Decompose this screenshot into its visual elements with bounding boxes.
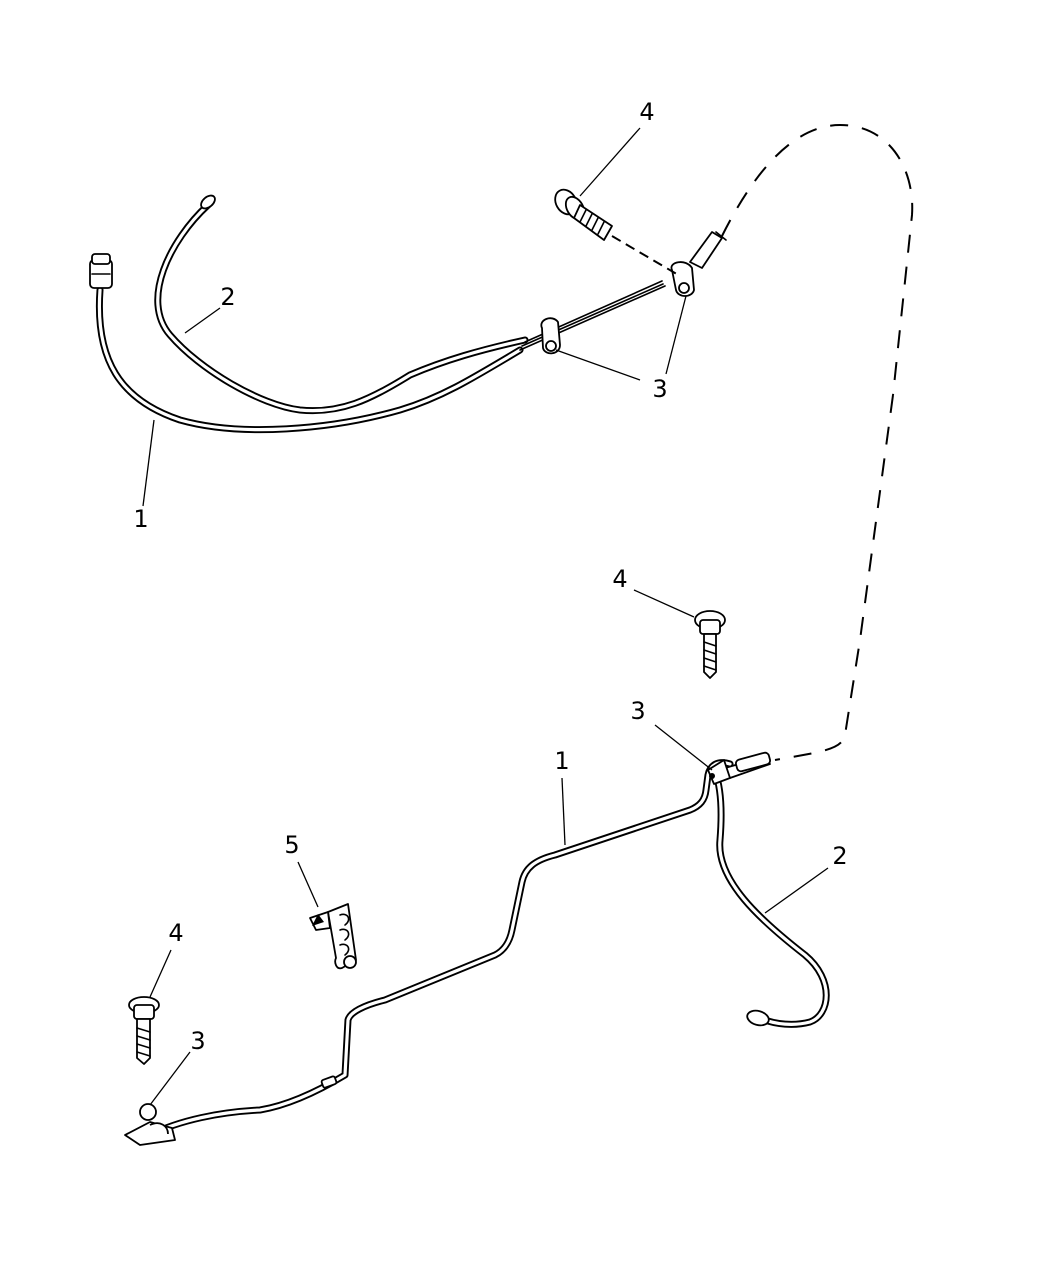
tube-end-lower-2 [746, 1009, 770, 1027]
callout-label: 1 [133, 505, 148, 533]
callouts: 4 2 3 1 4 3 1 5 2 4 3 [133, 98, 847, 1055]
bolt-mid [694, 610, 726, 679]
clip-upper-right [670, 231, 727, 297]
upper-tube-assembly [89, 123, 914, 761]
callout-label: 1 [554, 747, 569, 775]
fitting-lower-right [707, 751, 771, 785]
callout-label: 2 [832, 842, 847, 870]
bolt-upper [554, 188, 613, 241]
leader-lines [142, 127, 829, 1106]
clip-part-5 [309, 903, 357, 970]
callout-label: 5 [284, 831, 299, 859]
tube-fitting-upper-1 [89, 253, 113, 289]
callout-label: 4 [639, 98, 654, 126]
lower-tube-assembly [124, 751, 830, 1146]
clip-upper-left [540, 317, 561, 355]
callout-label: 4 [612, 565, 627, 593]
callout-label: 3 [652, 375, 667, 403]
callout-label: 3 [630, 697, 645, 725]
bolt-lower [128, 996, 160, 1065]
callout-label: 3 [190, 1027, 205, 1055]
tube-end-upper-2 [200, 194, 216, 210]
tube-joint-lower [320, 1075, 338, 1089]
clip-lower-left [124, 1103, 176, 1146]
callout-label: 4 [168, 919, 183, 947]
callout-label: 2 [220, 283, 235, 311]
